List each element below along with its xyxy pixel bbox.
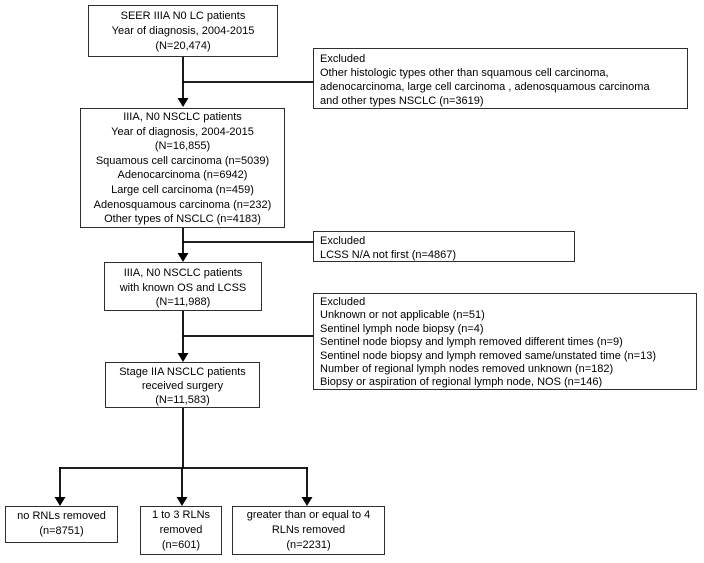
text-line: LCSS N/A not first (n=4867)	[320, 249, 457, 261]
text-line: Excluded	[320, 53, 366, 65]
node-known-os-lcss: IIIA, N0 NSCLC patients with known OS an…	[104, 262, 262, 311]
text-line: Other histologic types other than squamo…	[320, 67, 609, 79]
node-1-to-3-rln: 1 to 3 RLNs removed (n=601)	[140, 506, 222, 555]
text-line: (n=2231)	[286, 539, 331, 551]
text-line: with known OS and LCSS	[119, 281, 247, 294]
node-no-rln-removed: no RNLs removed (n=8751)	[5, 506, 118, 543]
arrowhead-1to3-icon	[176, 497, 188, 506]
text-line: IIIA, N0 NSCLC patients	[123, 267, 243, 279]
text-line: Excluded	[320, 235, 366, 247]
text-line: Number of regional lymph nodes removed u…	[320, 363, 614, 376]
text-line: Sentinel node biopsy and lymph removed s…	[320, 349, 656, 362]
text-line: Sentinel lymph node biopsy (n=4)	[320, 322, 484, 335]
arrowhead-surgery-icon	[177, 353, 189, 362]
text-line: Stage IIA NSCLC patients	[119, 366, 246, 378]
text-line: Unknown or not applicable (n=51)	[320, 309, 485, 322]
text-line: SEER IIIA N0 LC patients	[120, 10, 246, 22]
arrowhead-nsclc-icon	[177, 98, 189, 107]
text-line: received surgery	[141, 380, 224, 392]
text-line: (N=16,855)	[154, 140, 211, 153]
node-received-surgery: Stage IIA NSCLC patients received surger…	[105, 362, 260, 408]
text-line: (N=20,474)	[155, 40, 211, 52]
node-nsclc-patients: IIIA, N0 NSCLC patients Year of diagnosi…	[80, 108, 285, 228]
arrowhead-ge4-icon	[301, 497, 313, 506]
node-excluded-surgery: Excluded Unknown or not applicable (n=51…	[313, 293, 697, 390]
text-line: RLNs removed	[271, 524, 346, 536]
text-line: (N=11,583)	[155, 394, 210, 406]
text-line: (N=11,988)	[155, 296, 211, 308]
node-excluded-lcss: Excluded LCSS N/A not first (n=4867)	[313, 231, 575, 262]
text-line: (n=8751)	[39, 525, 84, 537]
node-excluded-histology: Excluded Other histologic types other th…	[313, 48, 688, 109]
text-line: (n=601)	[161, 539, 201, 551]
node-seer-patients: SEER IIIA N0 LC patients Year of diagnos…	[88, 5, 278, 57]
text-line: no RNLs removed	[17, 510, 106, 522]
text-line: Excluded	[320, 296, 366, 308]
text-line: Year of diagnosis, 2004-2015	[111, 125, 254, 138]
arrowhead-norln-icon	[54, 497, 66, 506]
text-line: Other types of NSCLC (n=4183)	[104, 213, 261, 226]
text-line: Year of diagnosis, 2004-2015	[111, 25, 255, 37]
text-line: greater than or equal to 4	[246, 509, 371, 521]
text-line: 1 to 3 RLNs	[151, 509, 211, 521]
text-line: adenocarcinoma, large cell carcinoma , a…	[320, 81, 650, 93]
text-line: Adenosquamous carcinoma (n=232)	[93, 198, 272, 211]
arrowhead-known-icon	[177, 253, 189, 262]
text-line: Squamous cell carcinoma (n=5039)	[95, 154, 270, 167]
text-line: Biopsy or aspiration of regional lymph n…	[320, 376, 603, 389]
text-line: Sentinel node biopsy and lymph removed d…	[320, 336, 623, 349]
text-line: Large cell carcinoma (n=459)	[111, 183, 254, 196]
node-ge-4-rln: greater than or equal to 4 RLNs removed …	[232, 506, 385, 555]
text-line: IIIA, N0 NSCLC patients	[123, 111, 242, 123]
text-line: Adenocarcinoma (n=6942)	[117, 169, 248, 182]
text-line: removed	[159, 524, 203, 536]
text-line: and other types NSCLC (n=3619)	[320, 95, 484, 107]
